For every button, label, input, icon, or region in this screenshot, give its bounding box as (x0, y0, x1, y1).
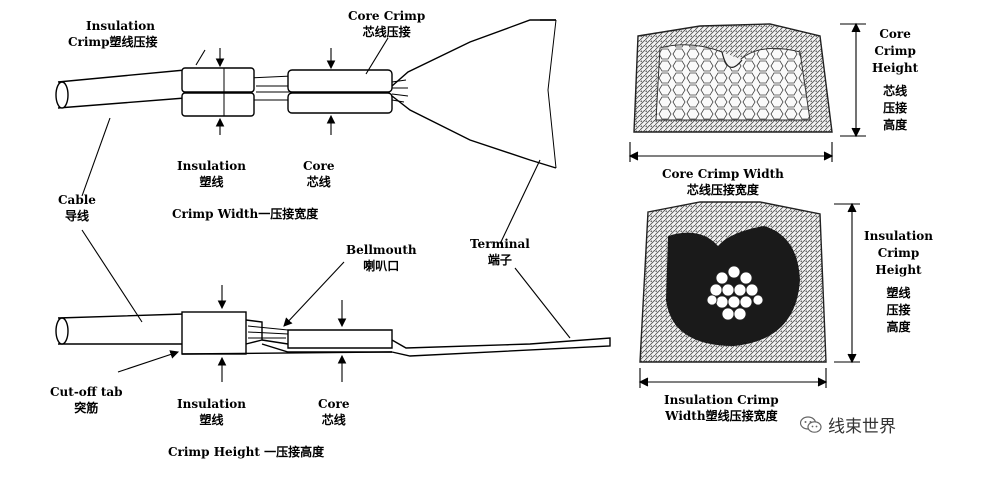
top-insulation-en: Insulation (177, 159, 246, 173)
crimp-height-label: Crimp Height 一压接高度 (168, 444, 324, 460)
icw-en2: Width (665, 409, 706, 423)
ich-en3: Height (875, 263, 922, 277)
crimp-height-cn: 一压接高度 (264, 445, 325, 459)
cable-cn: 导线 (64, 209, 89, 223)
cch-cn3: 高度 (883, 118, 908, 132)
insulation-section-dimensions (638, 202, 860, 388)
ccw-en: Core Crimp Width (662, 167, 784, 181)
top-insulation-label: Insulation 塑线 (177, 158, 246, 190)
watermark: 线束世界 (799, 412, 896, 437)
bellmouth-en: Bellmouth (346, 243, 417, 257)
side-insulation-label: Insulation 塑线 (177, 396, 246, 428)
core-crimp-width-label: Core Crimp Width 芯线压接宽度 (662, 166, 784, 198)
top-insulation-cn: 塑线 (199, 175, 224, 189)
crimp-width-cn: 一压接宽度 (258, 207, 319, 221)
top-view-terminal (55, 19, 557, 169)
terminal-label: Terminal 端子 (470, 236, 530, 268)
cable-label: Cable 导线 (58, 192, 96, 224)
bellmouth-label: Bellmouth 喇叭口 (346, 242, 417, 274)
ich-cn2: 压接 (886, 303, 911, 317)
side-insulation-en: Insulation (177, 397, 246, 411)
icw-en1: Insulation Crimp (664, 393, 779, 407)
cch-en2: Crimp (874, 44, 916, 58)
cutoff-tab-label: Cut-off tab 突筋 (50, 384, 123, 416)
top-view-arrows (81, 37, 389, 323)
insulation-crimp-height-label: Insulation Crimp Height 塑线 压接 高度 (864, 228, 933, 336)
ich-en2: Crimp (877, 246, 920, 260)
core-crimp-height-label: Core Crimp Height 芯线 压接 高度 (872, 26, 918, 134)
insulation-crimp-cn: 塑线压接 (109, 35, 158, 49)
side-insulation-cn: 塑线 (199, 413, 224, 427)
crimp-width-en: Crimp Width (172, 207, 259, 221)
bellmouth-cn: 喇叭口 (363, 259, 400, 273)
top-core-en: Core (303, 159, 335, 173)
cutoff-tab-cn: 突筋 (74, 401, 99, 415)
core-crimp-section (633, 23, 833, 133)
insulation-crimp-en1: Insulation (86, 19, 155, 33)
terminal-en: Terminal (470, 237, 530, 251)
cch-en3: Height (872, 61, 919, 75)
core-crimp-en: Core Crimp (348, 9, 426, 23)
side-core-cn: 芯线 (321, 413, 346, 427)
watermark-text: 线束世界 (828, 417, 896, 437)
core-section-dimensions (628, 22, 866, 162)
cable-en: Cable (58, 193, 96, 207)
ich-cn1: 塑线 (886, 286, 911, 300)
insulation-crimp-en2: Crimp (68, 35, 110, 49)
wechat-icon (799, 415, 822, 434)
crimp-height-en: Crimp Height (168, 445, 260, 459)
cch-cn1: 芯线 (883, 84, 908, 98)
side-core-label: Core 芯线 (318, 396, 350, 428)
crimp-width-label: Crimp Width一压接宽度 (172, 206, 318, 222)
terminal-cn: 端子 (487, 253, 512, 267)
insulation-crimp-label: Insulation Crimp塑线压接 (68, 18, 158, 50)
core-crimp-label: Core Crimp 芯线压接 (348, 8, 425, 40)
cutoff-tab-en: Cut-off tab (50, 385, 123, 399)
side-view-terminal (55, 311, 611, 357)
side-core-en: Core (318, 397, 350, 411)
core-crimp-cn: 芯线压接 (362, 25, 411, 39)
cch-en1: Core (879, 27, 911, 41)
ich-cn3: 高度 (886, 320, 911, 334)
top-core-label: Core 芯线 (303, 158, 335, 190)
cch-cn2: 压接 (883, 101, 908, 115)
insulation-crimp-section (639, 201, 827, 363)
icw-cn: 塑线压接宽度 (705, 409, 778, 423)
ccw-cn: 芯线压接宽度 (686, 183, 759, 197)
insulation-crimp-width-label: Insulation Crimp Width塑线压接宽度 (664, 392, 779, 424)
ich-en1: Insulation (864, 229, 933, 243)
side-view-arrows (117, 159, 571, 382)
top-core-cn: 芯线 (306, 175, 331, 189)
